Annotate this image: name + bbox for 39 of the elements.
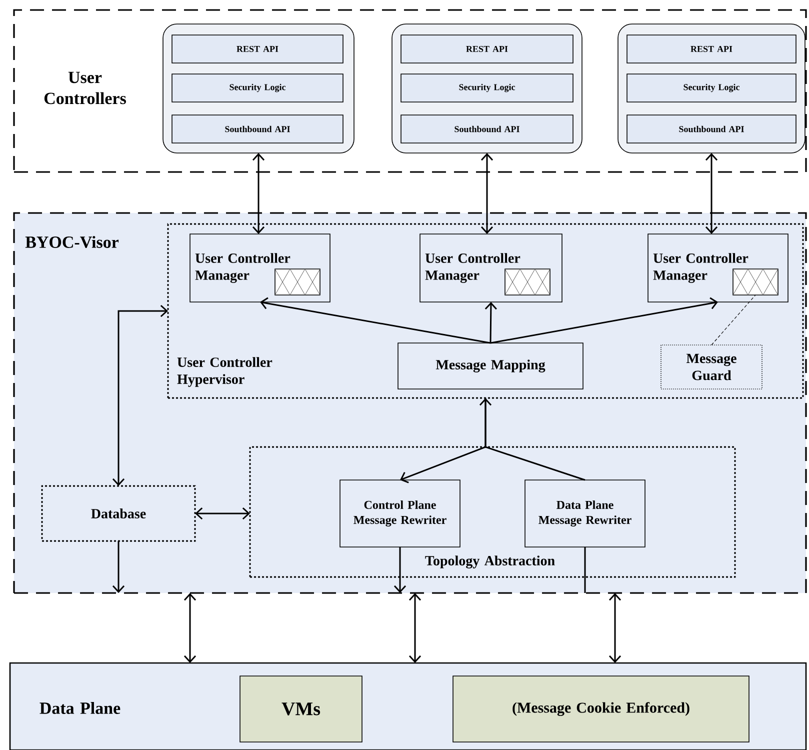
leader-line (711, 294, 756, 346)
module-box: REST API (400, 34, 574, 64)
arrow (260, 297, 491, 344)
arrow (394, 547, 406, 593)
hatched-box (274, 268, 320, 296)
hatched-box (732, 268, 778, 296)
process-box: Message Guard (660, 344, 762, 390)
module-box: Southbound API (626, 114, 796, 144)
component-box: VMs (240, 676, 362, 742)
arrow (184, 593, 196, 663)
arrow (480, 153, 494, 234)
connector-line (584, 547, 586, 593)
component-box: (Message Cookie Enforced) (452, 676, 750, 742)
arrow (490, 297, 718, 344)
manager-box: User Controller Manager (190, 234, 330, 302)
process-box: Control Plane Message Rewriter (340, 480, 460, 548)
module-box: Southbound API (172, 114, 344, 144)
arrow (479, 398, 586, 481)
module-box: REST API (626, 34, 796, 64)
module-box: Security Logic (626, 74, 796, 102)
database-box: Database (41, 485, 196, 542)
arrow (484, 302, 497, 344)
arrow (112, 541, 125, 593)
arrow (400, 398, 486, 484)
module-box: Security Logic (400, 74, 574, 102)
module-box: Southbound API (400, 114, 574, 144)
arrow (112, 304, 168, 486)
hatched-box (504, 268, 550, 296)
arrow (608, 593, 622, 663)
manager-box: User Controller Manager (648, 234, 788, 302)
process-box: Message Mapping (398, 342, 584, 390)
arrow (705, 153, 718, 234)
process-box: Data Plane Message Rewriter (524, 480, 646, 548)
arrow (408, 593, 422, 663)
module-box: REST API (172, 34, 344, 64)
module-box: Security Logic (172, 74, 344, 102)
manager-box: User Controller Manager (420, 234, 562, 302)
arrow (252, 153, 265, 234)
arrow (195, 507, 250, 520)
